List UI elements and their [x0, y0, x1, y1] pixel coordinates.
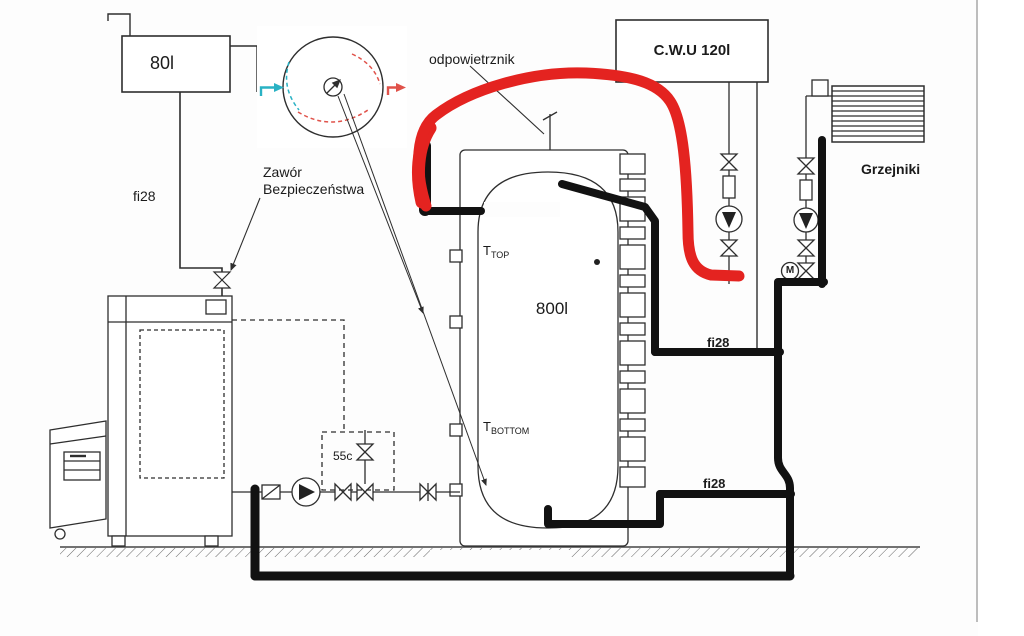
tank-vessel	[477, 171, 619, 529]
detail-leader-1	[337, 95, 424, 314]
expansion-tank	[107, 13, 261, 296]
mixing-circuit-dashed	[232, 319, 345, 432]
buffer-tank-label: 800l	[535, 299, 569, 318]
thick-black-pipes	[250, 136, 828, 581]
tank-bottom-pipe	[544, 490, 664, 528]
whiteout-ground	[430, 550, 570, 564]
air-vent-leader	[469, 65, 545, 135]
page-margin	[978, 0, 1024, 636]
safety-valve-symbol	[212, 271, 232, 289]
safety-valve-leader	[230, 197, 261, 272]
valve-symbol	[719, 153, 739, 171]
low-pipe-label: fi28	[703, 476, 726, 491]
mixing-temp-label: 55c	[333, 449, 353, 463]
sensor-top-label: TTOP	[483, 243, 510, 260]
hot-flow-arc	[297, 109, 369, 123]
radiators-label: Grzejniki	[861, 161, 921, 177]
expansion-tank-label: 80l	[150, 53, 175, 73]
dhw-tank-label: C.W.U 120l	[653, 41, 731, 59]
valve-symbol	[334, 482, 352, 502]
tank-flange-column	[619, 153, 646, 488]
mid-pipe-label: fi28	[707, 335, 730, 350]
tank-inlet-stub	[449, 483, 463, 497]
sensor-bottom-sub: BOTTOM	[490, 426, 530, 436]
sensor-bottom-stub	[449, 423, 463, 437]
mixing-valve-symbol	[355, 443, 375, 461]
sensor-top-stub	[449, 249, 463, 263]
safety-valve-label-line1: Zawór	[263, 164, 302, 180]
dhw-pump-assembly	[715, 82, 743, 284]
air-vent-label: odpowietrznik	[429, 51, 515, 67]
boiler	[49, 295, 233, 547]
motor-valve-label: M	[785, 265, 795, 276]
thermostat-box	[811, 79, 829, 97]
sensor-bottom-label: TBOTTOM	[483, 419, 530, 436]
detail-leader-2	[343, 93, 487, 486]
whiteout-dome	[484, 202, 560, 217]
boiler-tank-pipe	[232, 319, 460, 507]
hot-outlet-arrow-icon	[386, 86, 397, 95]
sensor-top-main: T	[483, 243, 491, 258]
buffer-tank	[449, 65, 646, 547]
sensor-bottom-main: T	[483, 419, 491, 434]
dhw-tank-box	[615, 19, 769, 350]
sensor-top-sub: TOP	[490, 250, 510, 260]
radiator	[831, 85, 925, 143]
left-pipe-label: fi28	[133, 188, 156, 204]
cold-inlet-arrow-icon	[259, 86, 275, 96]
valve-symbol	[719, 239, 739, 257]
motor-valve-symbol	[796, 262, 816, 280]
pump-detail-circle	[257, 26, 487, 486]
valve-symbol	[356, 482, 374, 502]
red-pipe	[412, 67, 745, 282]
safety-valve-label-line2: Bezpieczeństwa	[263, 181, 365, 197]
valve-symbol	[796, 157, 816, 175]
radiator-pump-assembly	[780, 79, 832, 284]
valve-symbol	[796, 239, 816, 257]
tank-top-supply-pipe	[558, 180, 659, 356]
